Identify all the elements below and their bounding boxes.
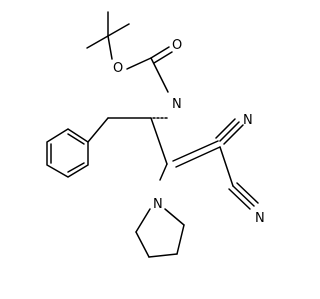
nitrile-top-triple-1 — [219, 121, 240, 142]
alkene-double-inner — [175, 146, 221, 168]
phenyl-outline — [46, 128, 89, 178]
atom-label-n-nitrile-bottom: N — [255, 211, 265, 226]
molecule-svg: O O N N N N — [46, 11, 265, 258]
tert-butyl-group — [86, 11, 130, 60]
alkene-double-outer — [172, 140, 219, 162]
bond-stereocenter-to-alkene-c — [150, 117, 168, 165]
pyrrolidine-bond-5 — [148, 253, 178, 258]
bond-oxygen-to-carbonyl — [126, 57, 152, 70]
bond-carbonyl-double-b — [153, 51, 173, 64]
atom-label-n-nitrile-top: N — [243, 113, 253, 128]
atom-label-o-double: O — [172, 38, 182, 53]
nitrile-bottom-triple-2 — [228, 188, 251, 210]
nitrile-bottom-single — [219, 146, 234, 187]
bond-carbonyl-to-nitrogen — [150, 57, 169, 93]
nitrile-bottom-triple-3 — [236, 182, 259, 204]
bond-ch2-to-ring — [87, 117, 109, 143]
phenyl-inner-bond-1 — [67, 133, 85, 145]
nitrile-bottom — [219, 146, 259, 210]
bond-tbu-methyl-left — [86, 35, 109, 49]
pyrrolidine-ring — [135, 208, 185, 258]
atom-label-n-pyrrolidine: N — [153, 197, 163, 212]
phenyl-ring — [46, 128, 89, 178]
pyrrolidine-bond-3 — [135, 231, 150, 258]
phenyl-inner-bond-2 — [67, 162, 85, 173]
bond-alkene-to-pyrrolidine — [159, 163, 168, 181]
nitrile-top-triple-3 — [223, 124, 244, 145]
bond-tbu-to-oxygen — [107, 35, 113, 60]
bond-carbonyl-double-a — [150, 46, 170, 59]
benzyl-group — [87, 117, 152, 143]
carbamate-group — [126, 46, 173, 93]
pyrrolidine-bond-1 — [135, 208, 151, 233]
nitrile-bottom-triple-1 — [232, 185, 255, 207]
pyrrolidine-bond-2 — [164, 208, 185, 226]
pyrrolidine-bond-4 — [176, 224, 185, 255]
atom-label-o-single: O — [113, 61, 123, 76]
nitrile-top-triple-2 — [215, 118, 236, 139]
alkene-core — [150, 117, 221, 181]
molecule-diagram: O O N N N N — [46, 11, 265, 258]
bond-tbu-methyl-right — [107, 23, 130, 37]
atom-label-n-amide: N — [172, 97, 182, 112]
nitrile-top — [215, 118, 244, 145]
